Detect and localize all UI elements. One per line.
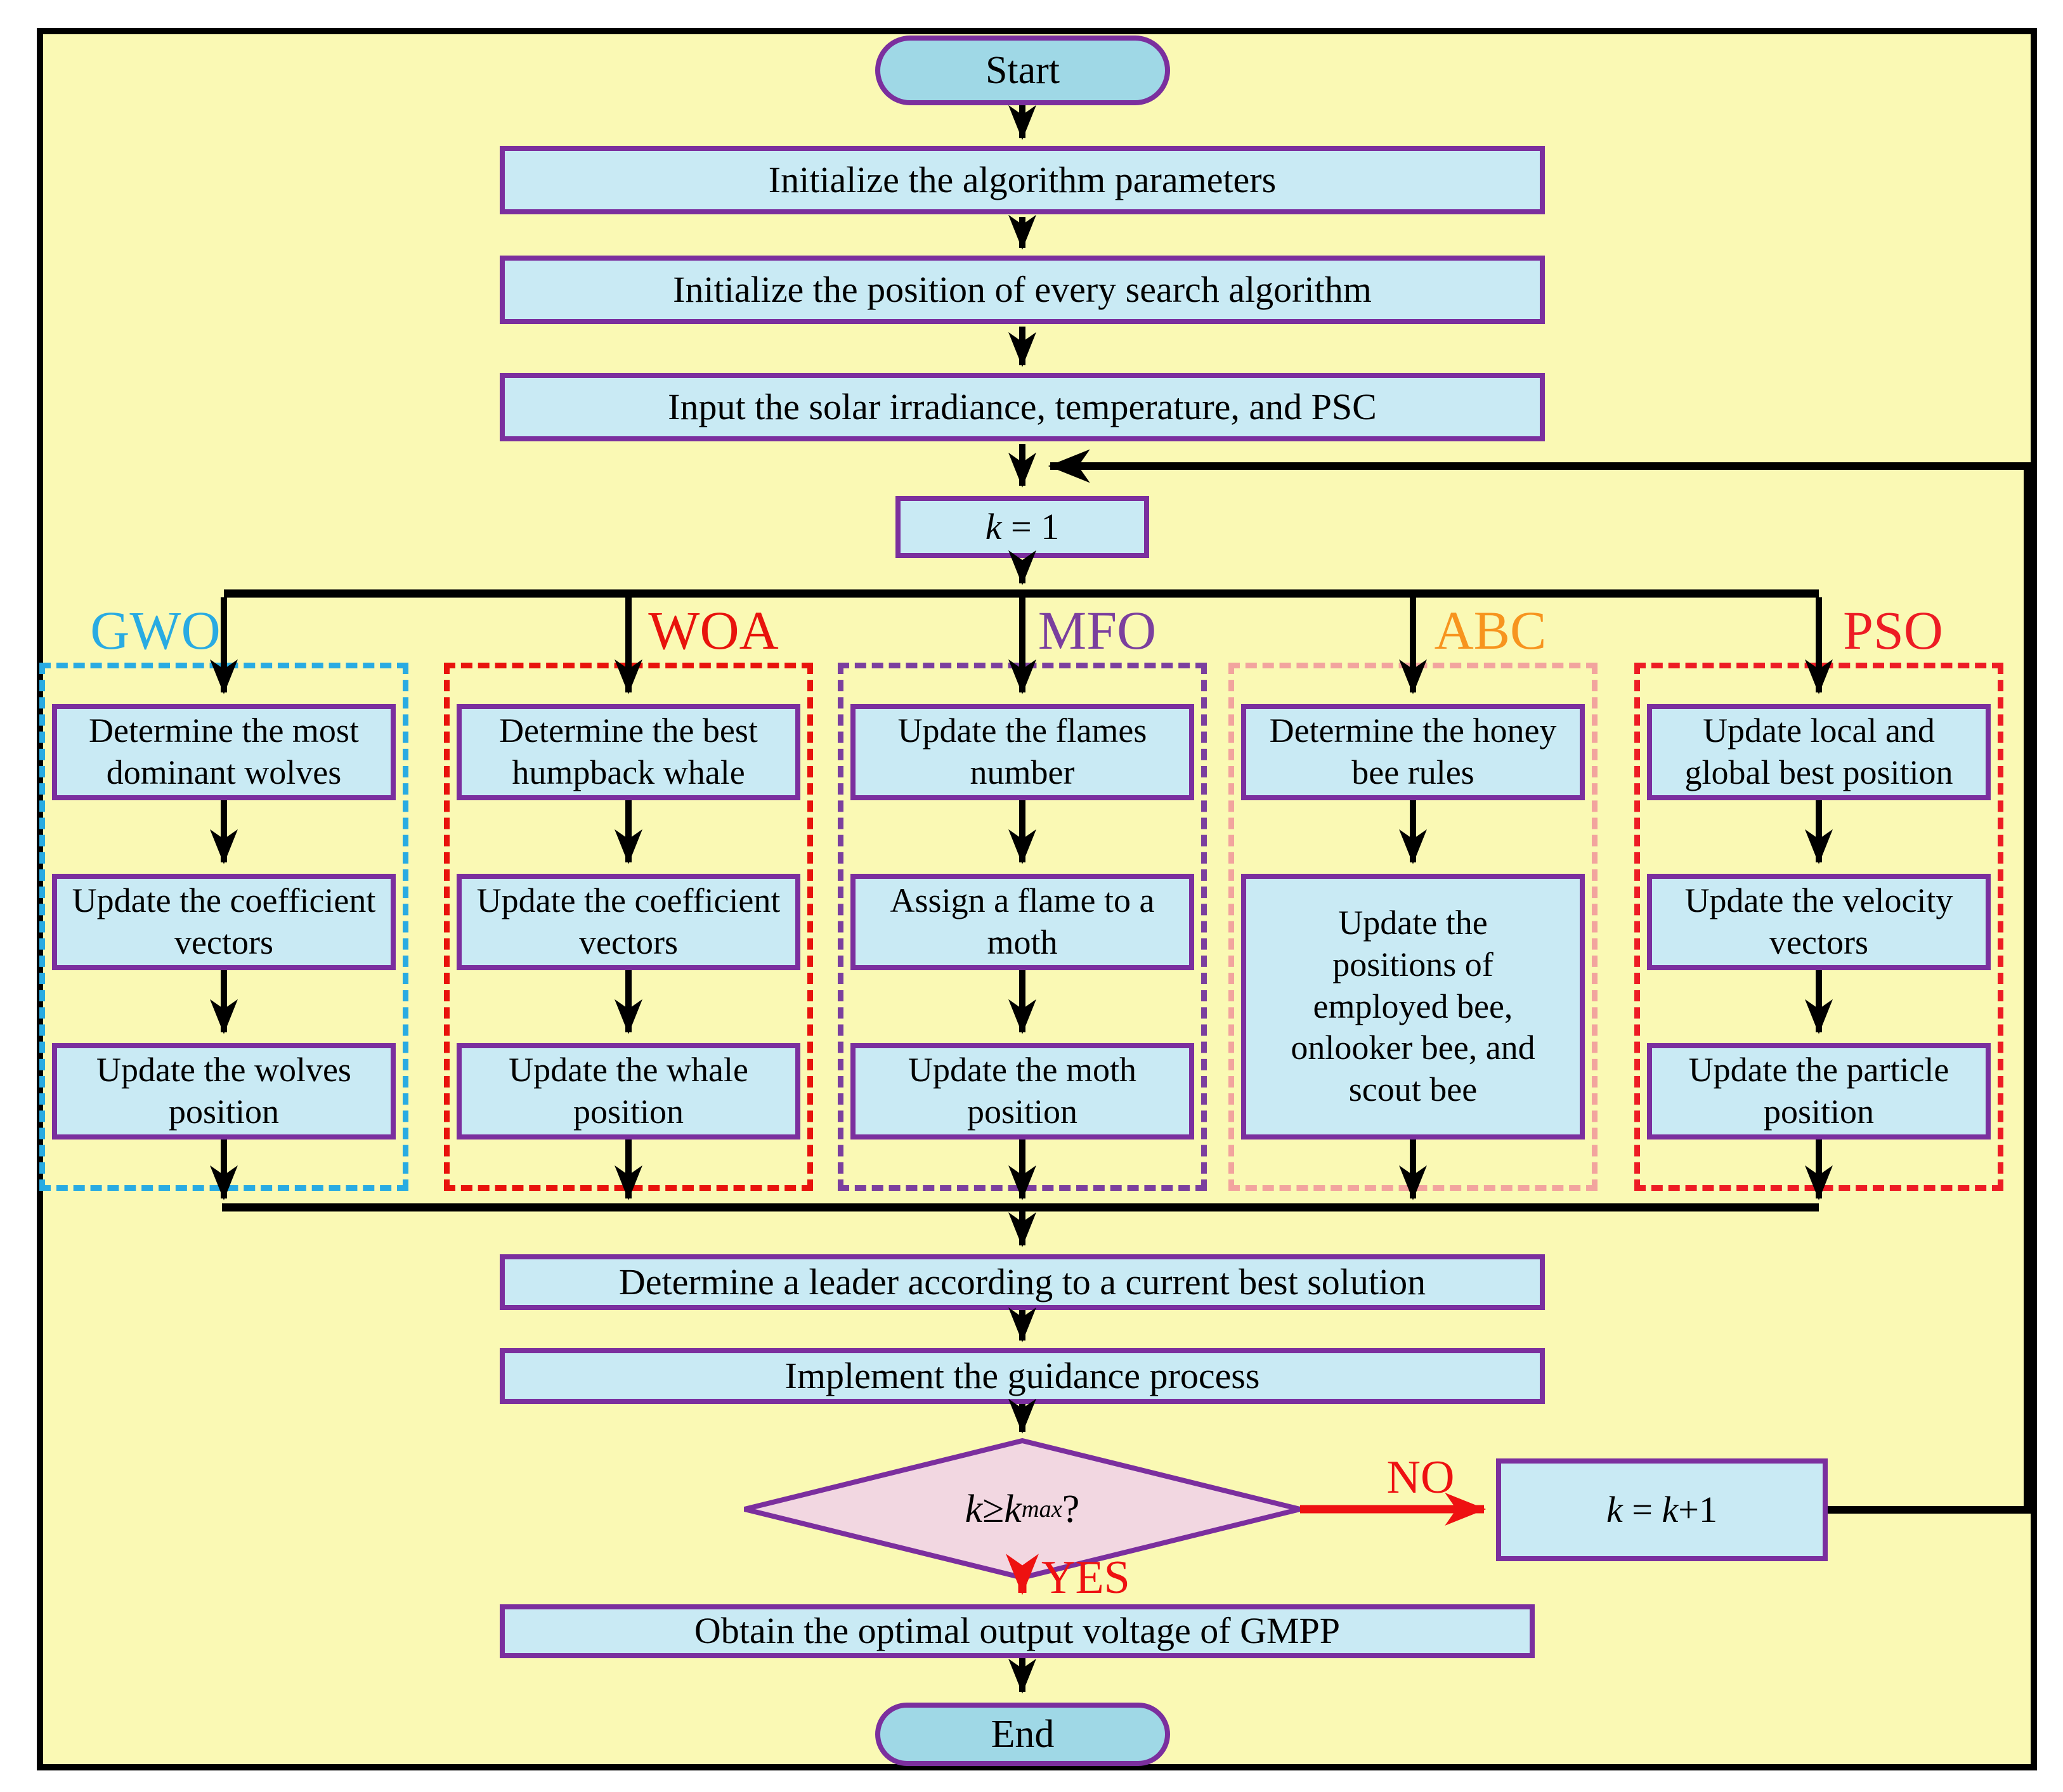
branch-label-pso: PSO xyxy=(1843,600,1943,661)
init-parameters-label: Initialize the algorithm parameters xyxy=(768,159,1277,200)
init-parameters-box: Initialize the algorithm parameters xyxy=(500,146,1545,214)
no-label: NO xyxy=(1386,1451,1455,1503)
k-increment-box: k = k+1 xyxy=(1496,1458,1828,1561)
pso-step-1: Update local and global best position xyxy=(1647,704,1991,800)
leader-box: Determine a leader according to a curren… xyxy=(500,1254,1545,1310)
gwo-step-2: Update the coefficient vectors xyxy=(52,874,396,970)
end-terminal: End xyxy=(875,1703,1170,1766)
abc-step-1: Determine the honey bee rules xyxy=(1241,704,1585,800)
branch-label-gwo: GWO xyxy=(90,600,221,661)
gwo-step-1: Determine the most dominant wolves xyxy=(52,704,396,800)
k-init-label: k = 1 xyxy=(985,505,1060,547)
mfo-step-3: Update the moth position xyxy=(850,1043,1194,1139)
yes-label: YES xyxy=(1041,1552,1130,1604)
woa-step-3: Update the whale position xyxy=(457,1043,800,1139)
obtain-box: Obtain the optimal output voltage of GMP… xyxy=(500,1604,1535,1658)
guidance-label: Implement the guidance process xyxy=(784,1354,1260,1396)
leader-label: Determine a leader according to a curren… xyxy=(618,1261,1426,1302)
init-position-label: Initialize the position of every search … xyxy=(673,268,1372,310)
woa-step-1: Determine the best humpback whale xyxy=(457,704,800,800)
start-terminal: Start xyxy=(875,36,1170,105)
input-solar-box: Input the solar irradiance, temperature,… xyxy=(500,373,1545,441)
gwo-step-3: Update the wolves position xyxy=(52,1043,396,1139)
guidance-box: Implement the guidance process xyxy=(500,1348,1545,1404)
k-init-box: k = 1 xyxy=(895,496,1149,558)
branch-label-abc: ABC xyxy=(1434,600,1547,661)
pso-step-3: Update the particle position xyxy=(1647,1043,1991,1139)
input-solar-label: Input the solar irradiance, temperature,… xyxy=(668,386,1377,427)
mfo-step-1: Update the flames number xyxy=(850,704,1194,800)
k-increment-label: k = k+1 xyxy=(1606,1488,1717,1530)
pso-step-2: Update the velocity vectors xyxy=(1647,874,1991,970)
abc-step-2: Update the positions of employed bee, on… xyxy=(1241,874,1585,1139)
obtain-label: Obtain the optimal output voltage of GMP… xyxy=(694,1610,1341,1652)
branch-label-mfo: MFO xyxy=(1038,600,1157,661)
woa-step-2: Update the coefficient vectors xyxy=(457,874,800,970)
start-label: Start xyxy=(985,48,1060,92)
init-position-box: Initialize the position of every search … xyxy=(500,256,1545,324)
end-label: End xyxy=(991,1712,1055,1756)
mfo-step-2: Assign a flame to a moth xyxy=(850,874,1194,970)
branch-label-woa: WOA xyxy=(648,600,779,661)
